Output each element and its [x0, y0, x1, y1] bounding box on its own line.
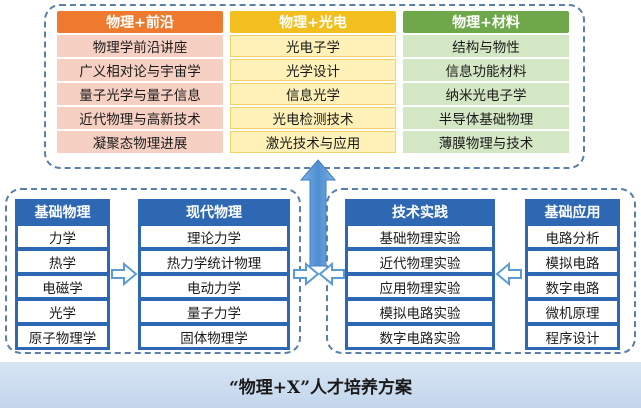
course-item: 激光技术与应用 [230, 131, 396, 153]
left-arrow-icon [495, 262, 522, 286]
course-item: 光学设计 [230, 59, 396, 81]
basic-application-column: 基础应用 电路分析 模拟电路 数字电路 微机原理 程序设计 [525, 199, 620, 350]
course-item: 程序设计 [527, 325, 618, 348]
right-arrow-icon [111, 262, 138, 286]
course-item: 微机原理 [527, 300, 618, 323]
course-item: 热学 [17, 250, 108, 273]
course-item: 应用物理实验 [347, 275, 493, 298]
course-item: 固体物理学 [140, 325, 288, 348]
course-item: 物理学前沿讲座 [57, 35, 223, 57]
column-header: 现代物理 [139, 200, 289, 223]
column-header: 技术实践 [346, 200, 494, 223]
column-header: 基础物理 [16, 200, 109, 223]
program-title-banner: “物理+X”人才培养方案 [0, 362, 641, 408]
course-item: 信息功能材料 [403, 59, 569, 81]
modern-physics-column: 现代物理 理论力学 热力学统计物理 电动力学 量子力学 固体物理学 [138, 199, 290, 350]
course-item: 结构与物性 [403, 35, 569, 57]
course-item: 基础物理实验 [347, 225, 493, 248]
column-header: 物理+前沿 [57, 11, 223, 33]
course-item: 量子光学与量子信息 [57, 83, 223, 105]
course-item: 光电检测技术 [230, 107, 396, 129]
course-item: 信息光学 [230, 83, 396, 105]
up-arrow-icon [299, 159, 337, 267]
course-item: 近代物理实验 [347, 250, 493, 273]
column-header: 物理+光电 [230, 11, 396, 33]
right-arrow-icon [293, 262, 320, 286]
physics-materials-column: 物理+材料 结构与物性 信息功能材料 纳米光电子学 半导体基础物理 薄膜物理与技… [403, 11, 569, 153]
course-item: 数字电路 [527, 275, 618, 298]
column-header: 基础应用 [526, 200, 619, 223]
course-item: 纳米光电子学 [403, 83, 569, 105]
course-item: 数字电路实验 [347, 325, 493, 348]
course-item: 热力学统计物理 [140, 250, 288, 273]
course-item: 电路分析 [527, 225, 618, 248]
course-item: 光电子学 [230, 35, 396, 57]
course-item: 量子力学 [140, 300, 288, 323]
course-item: 凝聚态物理进展 [57, 131, 223, 153]
left-arrow-icon [318, 262, 345, 286]
course-item: 电磁学 [17, 275, 108, 298]
course-item: 光学 [17, 300, 108, 323]
course-item: 力学 [17, 225, 108, 248]
course-item: 模拟电路 [527, 250, 618, 273]
course-item: 薄膜物理与技术 [403, 131, 569, 153]
course-item: 半导体基础物理 [403, 107, 569, 129]
course-item: 近代物理与高新技术 [57, 107, 223, 129]
course-item: 原子物理学 [17, 325, 108, 348]
physics-frontier-column: 物理+前沿 物理学前沿讲座 广义相对论与宇宙学 量子光学与量子信息 近代物理与高… [57, 11, 223, 153]
course-item: 模拟电路实验 [347, 300, 493, 323]
course-item: 电动力学 [140, 275, 288, 298]
technical-practice-column: 技术实践 基础物理实验 近代物理实验 应用物理实验 模拟电路实验 数字电路实验 [345, 199, 495, 350]
course-item: 广义相对论与宇宙学 [57, 59, 223, 81]
column-header: 物理+材料 [403, 11, 569, 33]
basic-physics-column: 基础物理 力学 热学 电磁学 光学 原子物理学 [15, 199, 110, 350]
course-item: 理论力学 [140, 225, 288, 248]
physics-optoelectronics-column: 物理+光电 光电子学 光学设计 信息光学 光电检测技术 激光技术与应用 [230, 11, 396, 153]
